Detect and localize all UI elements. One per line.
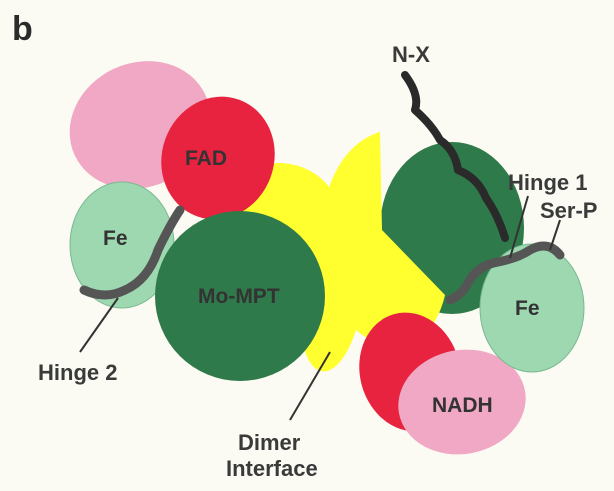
hinge-2-leader [80,298,118,352]
ser-p-label: Ser-P [540,198,597,223]
mo-mpt-label: Mo-MPT [198,285,280,308]
dimer-label: Dimer [238,430,301,455]
panel-label: b [12,10,33,48]
fe-label-right: Fe [515,297,540,320]
hinge-1-label: Hinge 1 [508,170,587,195]
fad-label: FAD [185,147,227,170]
nadh-label: NADH [432,394,493,417]
n-x-label: N-X [392,42,430,67]
fe-label-left: Fe [103,227,128,250]
hinge-2-label: Hinge 2 [38,360,117,385]
interface-label: Interface [226,456,318,481]
